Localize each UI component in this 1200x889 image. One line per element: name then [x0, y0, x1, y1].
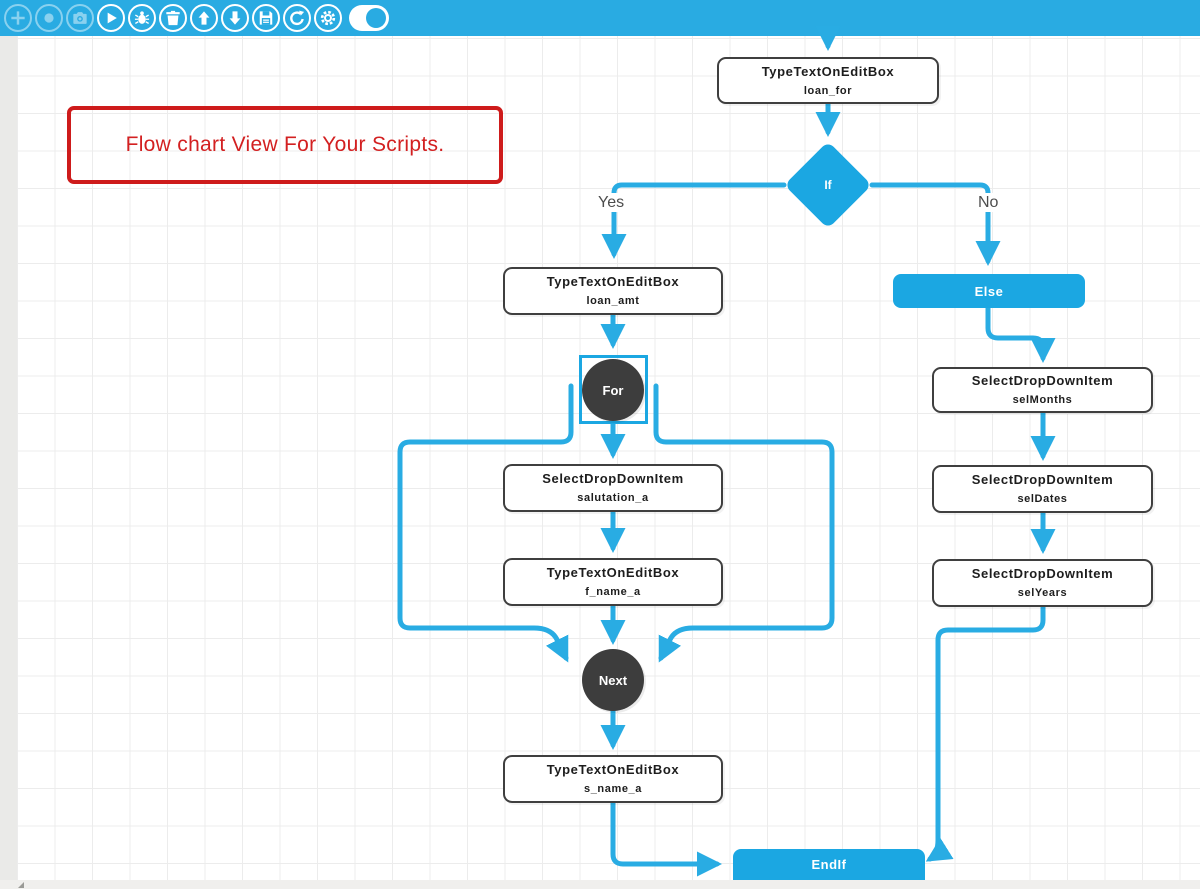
resize-grip-icon [18, 882, 24, 888]
refresh-icon [287, 8, 307, 28]
node-else[interactable]: Else [893, 274, 1085, 308]
node-endif[interactable]: EndIf [733, 849, 925, 880]
node-subtitle: loan_amt [586, 295, 640, 307]
node-loan-amt[interactable]: TypeTextOnEditBox loan_amt [503, 267, 723, 315]
bug-icon [132, 8, 152, 28]
save-button[interactable] [251, 4, 280, 32]
endif-label: EndIf [811, 857, 847, 872]
branch-label-no: No [975, 193, 1002, 213]
move-down-button[interactable] [220, 4, 249, 32]
debug-button[interactable] [127, 4, 156, 32]
node-next[interactable]: Next [582, 649, 644, 711]
node-subtitle: selDates [1017, 493, 1068, 505]
node-subtitle: s_name_a [583, 783, 642, 795]
node-subtitle: f_name_a [585, 586, 641, 598]
delete-button[interactable] [158, 4, 187, 32]
arrow-up-icon [194, 8, 214, 28]
node-title: TypeTextOnEditBox [546, 565, 680, 580]
for-label: For [602, 382, 624, 398]
run-button[interactable] [96, 4, 125, 32]
node-s-name-a[interactable]: TypeTextOnEditBox s_name_a [503, 755, 723, 803]
record-icon [39, 8, 59, 28]
node-for[interactable]: For [582, 359, 644, 421]
view-toggle[interactable] [349, 5, 389, 31]
node-title: TypeTextOnEditBox [546, 274, 680, 289]
arrow-down-icon [225, 8, 245, 28]
save-icon [256, 8, 276, 28]
camera-icon [70, 8, 90, 28]
node-title: SelectDropDownItem [971, 373, 1114, 388]
node-salutation-a[interactable]: SelectDropDownItem salutation_a [503, 464, 723, 512]
move-up-button[interactable] [189, 4, 218, 32]
node-f-name-a[interactable]: TypeTextOnEditBox f_name_a [503, 558, 723, 606]
node-title: TypeTextOnEditBox [761, 63, 895, 79]
node-subtitle: selYears [1017, 587, 1068, 599]
left-gutter [0, 36, 17, 880]
annotation-box: Flow chart View For Your Scripts. [67, 106, 503, 184]
toggle-knob-icon [366, 8, 386, 28]
horizontal-scrollbar[interactable] [0, 880, 1200, 889]
annotation-text: Flow chart View For Your Scripts. [125, 133, 445, 156]
node-seldates[interactable]: SelectDropDownItem selDates [932, 465, 1153, 513]
capture-button[interactable] [65, 4, 94, 32]
gear-icon [318, 8, 338, 28]
node-subtitle: selMonths [1012, 394, 1073, 406]
node-title: TypeTextOnEditBox [546, 762, 680, 777]
next-label: Next [598, 672, 628, 688]
node-loan-for[interactable]: TypeTextOnEditBox loan_for [717, 57, 939, 104]
toolbar [0, 0, 1200, 36]
refresh-button[interactable] [282, 4, 311, 32]
node-selyears[interactable]: SelectDropDownItem selYears [932, 559, 1153, 607]
record-button[interactable] [34, 4, 63, 32]
node-subtitle: salutation_a [577, 492, 649, 504]
play-icon [101, 8, 121, 28]
node-selmonths[interactable]: SelectDropDownItem selMonths [932, 367, 1153, 413]
trash-icon [163, 8, 183, 28]
selection-frame[interactable] [579, 355, 648, 424]
branch-label-yes: Yes [595, 193, 628, 213]
node-title: SelectDropDownItem [971, 472, 1114, 487]
else-label: Else [974, 283, 1004, 299]
node-subtitle: loan_for [803, 84, 853, 97]
add-button[interactable] [3, 4, 32, 32]
plus-icon [8, 8, 28, 28]
node-title: SelectDropDownItem [971, 566, 1114, 581]
settings-button[interactable] [313, 4, 342, 32]
node-title: SelectDropDownItem [542, 471, 684, 486]
